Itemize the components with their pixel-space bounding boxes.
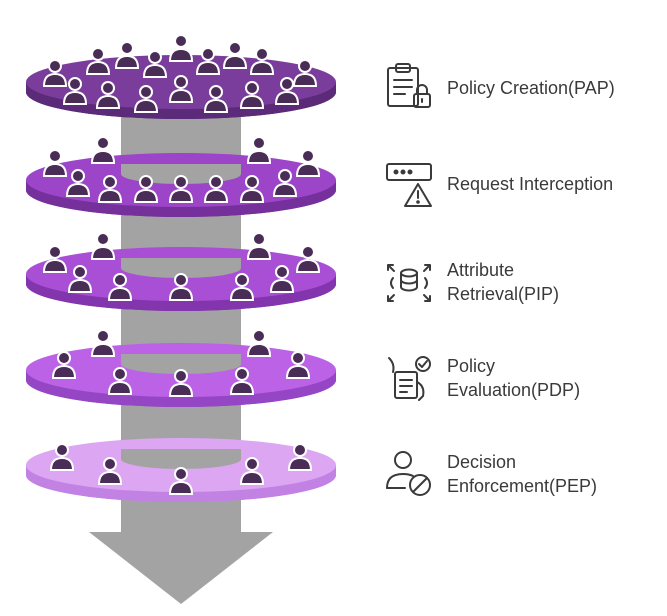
person-icon xyxy=(295,245,321,273)
person-icon xyxy=(168,369,194,397)
person-icon xyxy=(239,81,265,109)
disc-3 xyxy=(26,232,336,311)
person-icon xyxy=(203,175,229,203)
person-icon xyxy=(142,50,168,78)
person-icon xyxy=(168,75,194,103)
person-icon xyxy=(90,329,116,357)
funnel-diagram xyxy=(26,34,336,604)
document-check-icon xyxy=(388,356,431,401)
stage-label-attribute-retrieval: Attribute Retrieval(PIP) xyxy=(447,260,560,304)
stage-attribute-retrieval: Attribute Retrieval(PIP) xyxy=(385,256,559,308)
person-icon xyxy=(168,273,194,301)
person-icon xyxy=(107,367,133,395)
person-icon xyxy=(239,175,265,203)
stage-policy-creation: Policy Creation(PAP) xyxy=(385,62,615,114)
person-icon xyxy=(97,457,123,485)
stage-label-policy-evaluation: Policy Evaluation(PDP) xyxy=(447,356,581,400)
disc-4 xyxy=(26,329,336,407)
user-block-icon xyxy=(386,451,431,496)
database-scan-icon xyxy=(387,264,431,302)
person-icon xyxy=(42,245,68,273)
person-icon xyxy=(133,85,159,113)
password-warning-icon xyxy=(386,163,432,207)
person-icon xyxy=(114,41,140,69)
person-icon xyxy=(203,85,229,113)
person-icon xyxy=(285,351,311,379)
person-icon xyxy=(168,34,194,62)
person-icon xyxy=(269,265,295,293)
person-icon xyxy=(249,47,275,75)
stage-request-interception: Request Interception xyxy=(385,158,613,210)
person-icon xyxy=(133,175,159,203)
person-icon xyxy=(107,273,133,301)
person-icon xyxy=(274,77,300,105)
person-icon xyxy=(239,457,265,485)
person-icon xyxy=(49,443,75,471)
disc-2 xyxy=(26,136,336,217)
disc-1 xyxy=(26,34,336,119)
person-icon xyxy=(295,149,321,177)
person-icon xyxy=(222,41,248,69)
stage-policy-evaluation: Policy Evaluation(PDP) xyxy=(385,352,580,404)
person-icon xyxy=(42,59,68,87)
person-icon xyxy=(65,169,91,197)
person-icon xyxy=(95,81,121,109)
person-icon xyxy=(51,351,77,379)
disc-5 xyxy=(26,438,336,502)
stage-label-request-interception: Request Interception xyxy=(447,174,614,194)
person-icon xyxy=(272,169,298,197)
person-icon xyxy=(246,232,272,260)
person-icon xyxy=(62,77,88,105)
down-arrow xyxy=(89,505,273,604)
stage-label-decision-enforcement: Decision Enforcement(PEP) xyxy=(447,452,598,496)
stage-label-policy-creation: Policy Creation(PAP) xyxy=(447,78,615,98)
person-icon xyxy=(287,443,313,471)
person-icon xyxy=(246,329,272,357)
stage-decision-enforcement: Decision Enforcement(PEP) xyxy=(385,448,597,500)
person-icon xyxy=(229,367,255,395)
person-icon xyxy=(90,232,116,260)
clipboard-lock-icon xyxy=(387,63,431,108)
person-icon xyxy=(67,265,93,293)
person-icon xyxy=(246,136,272,164)
person-icon xyxy=(195,47,221,75)
person-icon xyxy=(229,273,255,301)
person-icon xyxy=(168,467,194,495)
person-icon xyxy=(85,47,111,75)
person-icon xyxy=(168,175,194,203)
person-icon xyxy=(97,175,123,203)
person-icon xyxy=(292,59,318,87)
person-icon xyxy=(90,136,116,164)
person-icon xyxy=(42,149,68,177)
